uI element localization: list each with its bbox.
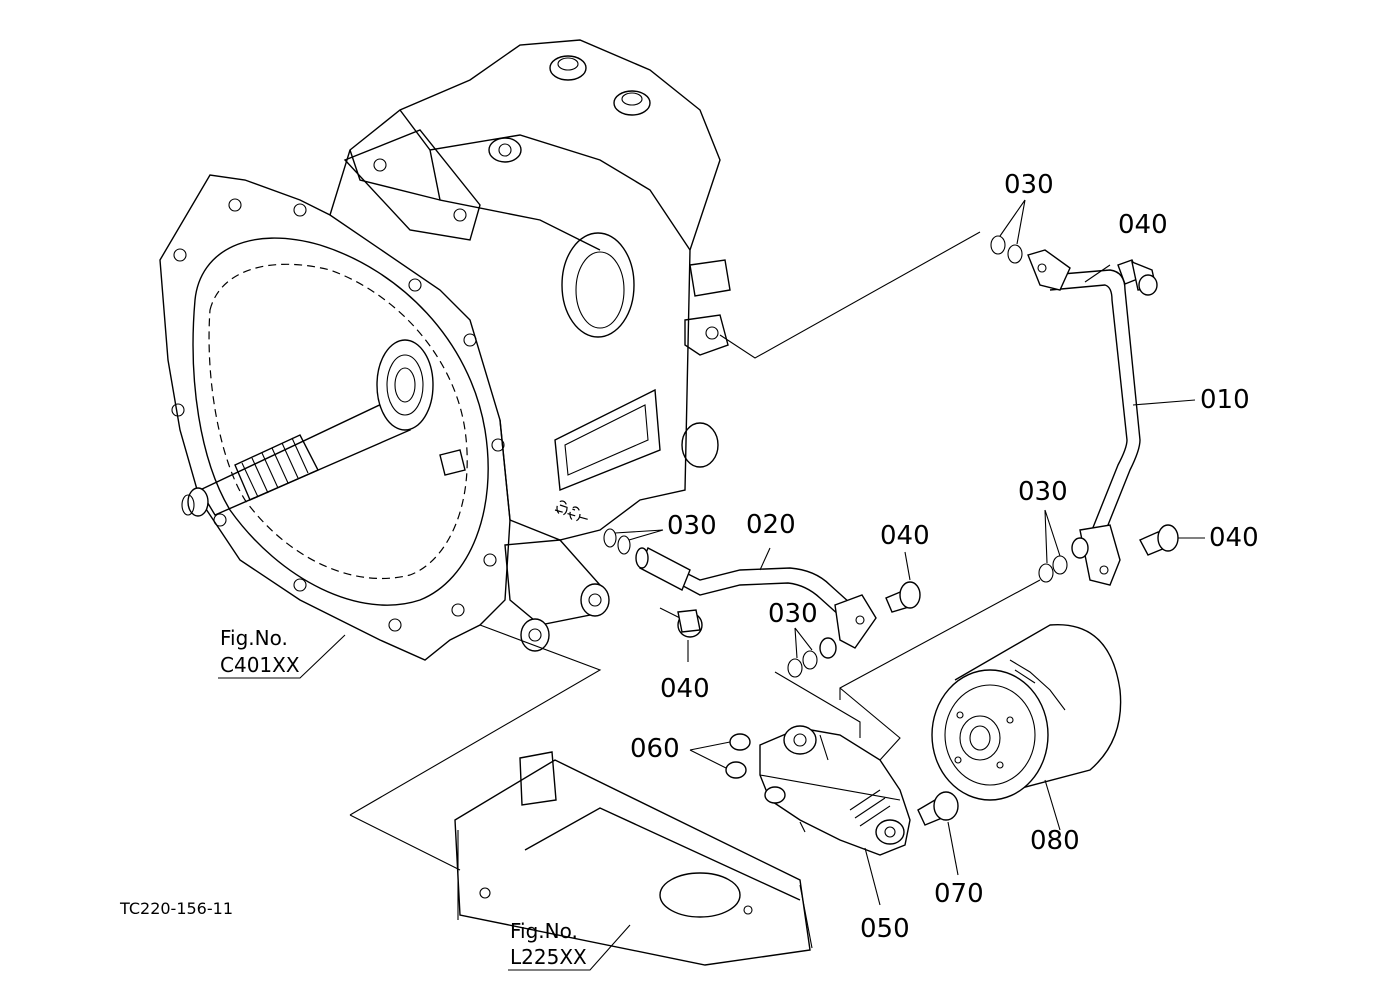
fig-ref-c401-label: Fig.No. — [220, 626, 288, 650]
bracket-drawing — [454, 751, 813, 966]
transmission-case-drawing — [159, 39, 731, 661]
leader-case-to-010 — [719, 231, 981, 359]
bolt-040-top — [1084, 259, 1158, 296]
leader-020 — [759, 547, 771, 571]
leader-l225 — [508, 924, 631, 971]
part-label-040-top: 040 — [1118, 210, 1168, 240]
leader-050 — [864, 847, 881, 906]
plugs-060 — [689, 733, 751, 779]
part-label-040-mid: 040 — [880, 521, 930, 551]
bolt-040-right — [1139, 524, 1205, 556]
pipe-020 — [635, 547, 877, 659]
part-label-030-mid: 030 — [768, 599, 818, 629]
part-label-010: 010 — [1200, 385, 1250, 415]
part-label-040-lower: 040 — [660, 674, 710, 704]
fig-ref-c401-code: C401XX — [220, 653, 300, 677]
fig-ref-l225-code: L225XX — [510, 945, 587, 969]
part-label-040-right: 040 — [1209, 523, 1259, 553]
part-label-030-right: 030 — [1018, 477, 1068, 507]
part-label-070: 070 — [934, 879, 984, 909]
nipple-070 — [917, 791, 959, 876]
bolt-040-mid — [885, 551, 921, 613]
orings-030-right — [1038, 509, 1068, 583]
part-label-050: 050 — [860, 914, 910, 944]
oil-filter-080 — [931, 624, 1122, 831]
part-label-060: 060 — [630, 734, 680, 764]
bolt-040-lower — [659, 607, 703, 662]
part-label-080: 080 — [1030, 826, 1080, 856]
leader-bracket — [349, 624, 602, 871]
part-label-030-left: 030 — [667, 511, 717, 541]
leader-c401 — [218, 634, 346, 679]
part-label-030-top: 030 — [1004, 170, 1054, 200]
drawing-code: TC220-156-11 — [119, 899, 233, 918]
leader-010 — [1132, 399, 1196, 406]
orings-030-left — [556, 500, 664, 555]
leader-050-to-pipe020 — [774, 671, 901, 761]
orings-030-top — [990, 199, 1026, 264]
orings-030-mid — [787, 627, 818, 678]
fig-ref-l225-label: Fig.No. — [510, 919, 578, 943]
part-label-020: 020 — [746, 510, 796, 540]
pipe-010 — [1027, 249, 1141, 586]
filter-head-050 — [759, 725, 911, 856]
